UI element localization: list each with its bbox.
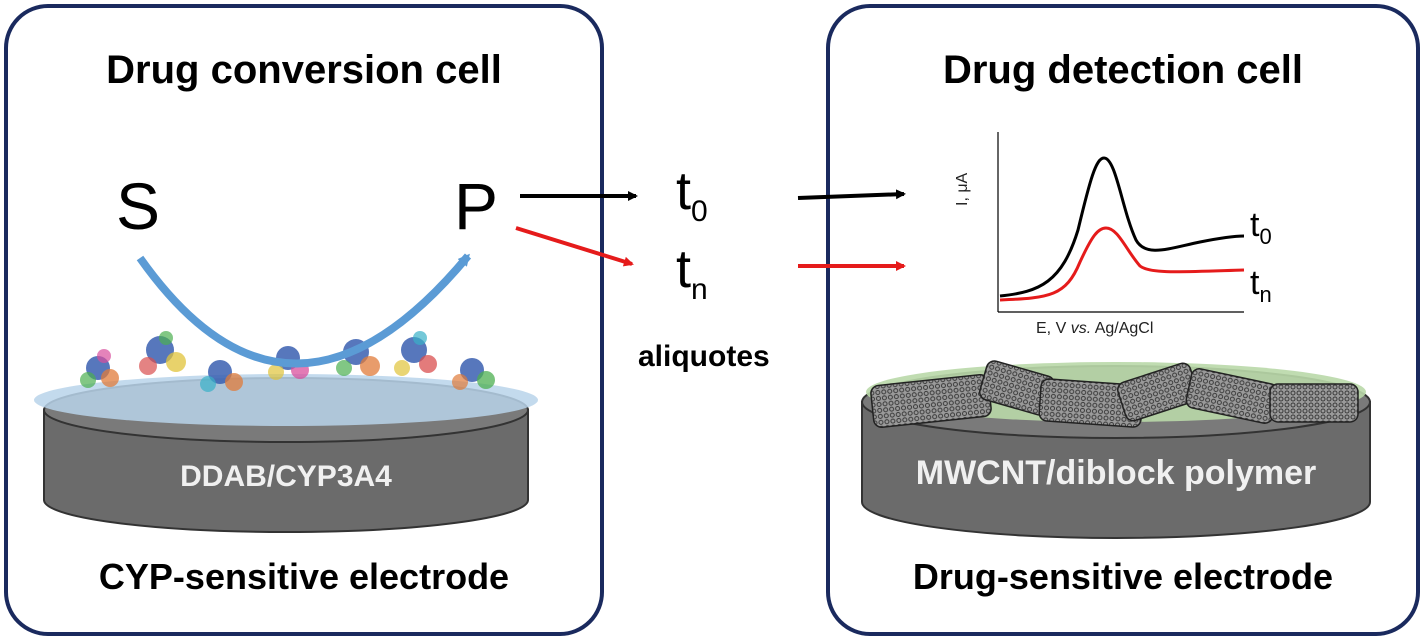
cyp-electrode-label: DDAB/CYP3A4 bbox=[180, 460, 392, 493]
voltammogram-chart bbox=[997, 132, 1245, 313]
t0-curve-label: t0 bbox=[1250, 206, 1272, 249]
y-axis-label: I, μA bbox=[954, 172, 971, 206]
nanotube-6 bbox=[1269, 383, 1359, 423]
cyp-electrode bbox=[34, 374, 538, 533]
x-axis-label: E, V vs. Ag/AgCl bbox=[1036, 320, 1154, 337]
protein-cluster-6 bbox=[394, 331, 437, 376]
mwcnt-electrode-label: MWCNT/diblock polymer bbox=[915, 454, 1317, 492]
conversion-cell-title: Drug conversion cell bbox=[106, 48, 502, 92]
ddab-film bbox=[34, 374, 538, 426]
reaction-arrow bbox=[136, 253, 472, 368]
mwcnt-electrode-text-box: MWCNT/diblock polymer bbox=[862, 454, 1370, 493]
cyp-electrode-text-box: DDAB/CYP3A4 bbox=[44, 460, 528, 494]
detection-cell-title: Drug detection cell bbox=[942, 48, 1304, 92]
series-t0 bbox=[999, 156, 1245, 298]
arrow-p-to-tn bbox=[515, 226, 634, 267]
substrate-label: S bbox=[116, 169, 161, 243]
protein-cluster-3 bbox=[200, 360, 243, 392]
tn-label: tn bbox=[676, 239, 708, 306]
series-tn bbox=[999, 226, 1245, 302]
protein-cluster-1 bbox=[80, 349, 119, 388]
tn-curve-label: tn bbox=[1250, 264, 1272, 307]
drug-sensitive-electrode-caption: Drug-sensitive electrode bbox=[912, 556, 1334, 597]
cyp3a4-proteins bbox=[80, 331, 495, 392]
carbon-nanotubes bbox=[870, 360, 1359, 429]
cyp-sensitive-electrode-caption: CYP-sensitive electrode bbox=[98, 556, 510, 597]
aliquotes-label: aliquotes bbox=[638, 340, 770, 373]
product-label: P bbox=[454, 169, 499, 243]
protein-cluster-2 bbox=[139, 331, 186, 375]
arrow-t0-to-detection bbox=[797, 189, 906, 200]
protein-cluster-7 bbox=[452, 358, 495, 390]
t0-label: t0 bbox=[676, 161, 708, 228]
